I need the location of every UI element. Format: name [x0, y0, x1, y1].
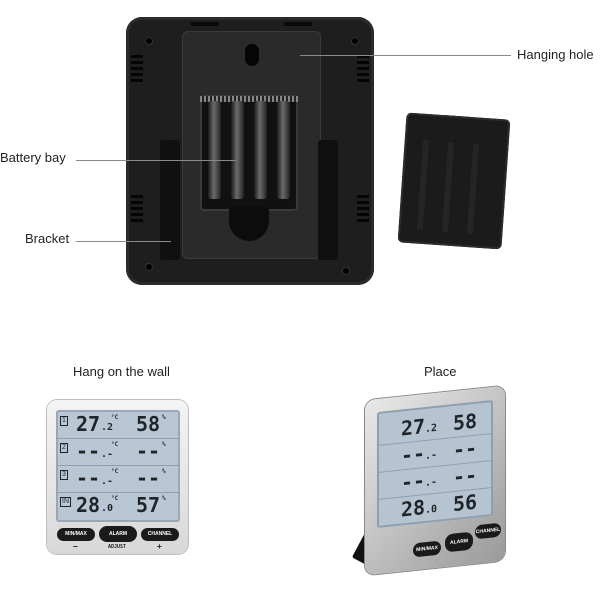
- humidity-value: --: [136, 439, 161, 463]
- channel-tag: IN: [60, 497, 71, 507]
- temperature-value: 28: [76, 493, 101, 517]
- humidity-value: 58: [136, 412, 161, 436]
- temperature-value: --: [76, 466, 101, 490]
- adjust-minus: −: [73, 542, 78, 551]
- temperature-value: --: [401, 441, 426, 468]
- adjust-plus: +: [157, 542, 162, 551]
- channel-tag: 3: [60, 470, 68, 480]
- temperature-value: --: [401, 468, 426, 495]
- temperature-decimal: .2: [425, 422, 438, 436]
- top-vent-left: [191, 22, 219, 26]
- screw-icon: [343, 268, 349, 274]
- wall-unit-lcd: [56, 410, 180, 522]
- humidity-value: 58: [453, 408, 478, 436]
- humidity-unit: %: [162, 468, 166, 475]
- humidity-value: --: [453, 435, 478, 463]
- hanging-hole: [245, 44, 259, 66]
- temperature-value: 27: [401, 414, 426, 441]
- humidity-unit: %: [162, 495, 166, 502]
- temp-unit: °C: [111, 468, 119, 475]
- screw-icon: [146, 38, 152, 44]
- placed-unit: 27 .2 58 -- .- -- -- .- -- 28 .0 56 MIN/…: [351, 385, 510, 581]
- place-label: Place: [424, 364, 457, 379]
- placed-lcd-content: 27 .2 58 -- .- -- -- .- -- 28 .0 56: [379, 405, 491, 525]
- temperature-decimal: .-: [101, 476, 114, 487]
- hanging-hole-label: Hanging hole: [517, 47, 594, 62]
- bracket-arm-right: [318, 140, 338, 260]
- lcd-row: IN 28 .0 °C 57 %: [56, 493, 180, 519]
- hang-on-wall-label: Hang on the wall: [73, 364, 170, 379]
- humidity-value: 57: [136, 493, 161, 517]
- lcd-row: 3 -- .- °C -- %: [56, 466, 180, 493]
- lcd-row: 2 -- .- °C -- %: [56, 439, 180, 466]
- humidity-value: 56: [453, 489, 478, 517]
- humidity-value: --: [136, 466, 161, 490]
- battery-cover: [397, 112, 511, 250]
- side-vent-left-top: [131, 55, 143, 85]
- bracket-arm-left: [160, 140, 180, 260]
- humidity-unit: %: [162, 414, 166, 421]
- temp-unit: °C: [111, 495, 119, 502]
- adjust-label: ADJUST: [108, 544, 127, 550]
- side-vent-right-bottom: [357, 195, 369, 225]
- battery-clip: [229, 207, 269, 241]
- humidity-value: --: [453, 462, 478, 490]
- screw-icon: [352, 38, 358, 44]
- bracket-label: Bracket: [25, 231, 70, 246]
- channel-tag: 2: [60, 443, 68, 453]
- temperature-decimal: .-: [425, 476, 438, 490]
- temperature-value: --: [76, 439, 101, 463]
- leader-line: [76, 160, 236, 161]
- top-vent-right: [284, 22, 312, 26]
- battery: [277, 101, 290, 199]
- side-vent-right-top: [357, 55, 369, 85]
- battery-bay-label: Battery bay: [0, 150, 66, 165]
- battery: [208, 101, 221, 199]
- alarm-button[interactable]: ALARM: [99, 526, 137, 542]
- channel-button[interactable]: CHANNEL: [141, 528, 179, 541]
- battery: [231, 101, 244, 199]
- battery: [254, 101, 267, 199]
- temperature-decimal: .0: [425, 503, 438, 517]
- temperature-decimal: .0: [101, 503, 114, 514]
- minmax-button[interactable]: MIN/MAX: [57, 528, 95, 541]
- leader-line: [76, 241, 171, 242]
- temperature-decimal: .-: [101, 449, 114, 460]
- temperature-decimal: .2: [101, 422, 114, 433]
- temp-unit: °C: [111, 414, 119, 421]
- temp-unit: °C: [111, 441, 119, 448]
- leader-line: [300, 55, 511, 56]
- temperature-value: 28: [401, 495, 426, 522]
- humidity-unit: %: [162, 441, 166, 448]
- screw-icon: [146, 264, 152, 270]
- lcd-row: 1 27 .2 °C 58 %: [56, 412, 180, 439]
- battery-springs: [200, 96, 298, 102]
- side-vent-left-bottom: [131, 195, 143, 225]
- temperature-decimal: .-: [425, 449, 438, 463]
- temperature-value: 27: [76, 412, 101, 436]
- channel-tag: 1: [60, 416, 68, 426]
